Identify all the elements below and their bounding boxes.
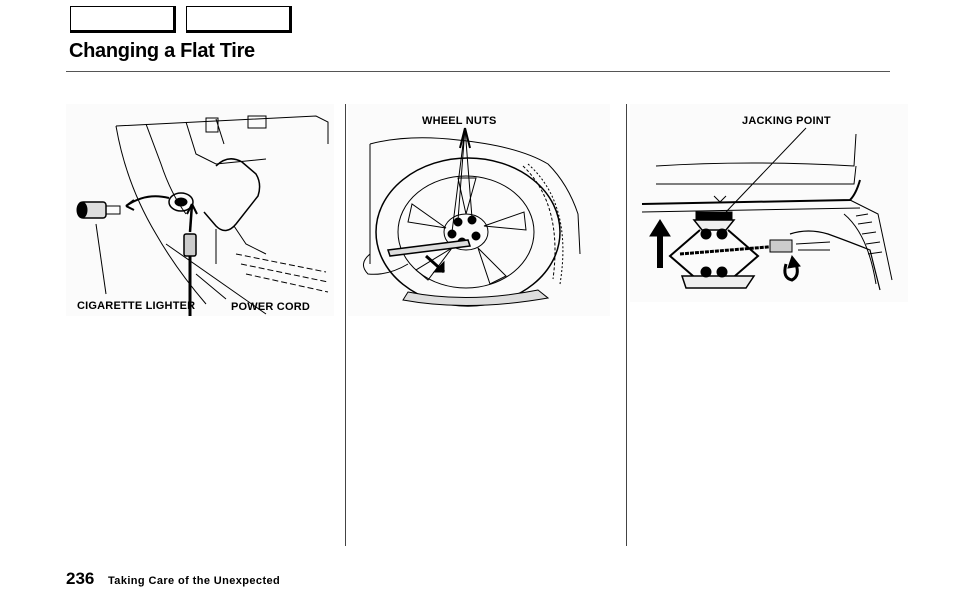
cigarette-lighter-label: CIGARETTE LIGHTER [77,300,196,312]
cigarette-lighter-illustration [66,104,334,316]
power-cord-label: POWER CORD [231,301,310,313]
jacking-point-label: JACKING POINT [742,115,831,127]
page-number: 236 [66,569,95,588]
section-footer: Taking Care of the Unexpected [108,575,281,587]
column-divider-1 [345,104,346,546]
nav-button-next[interactable] [186,6,292,33]
nav-button-previous[interactable] [70,6,176,33]
wheel-nuts-label: WHEEL NUTS [422,115,497,127]
page-title: Changing a Flat Tire [69,40,255,62]
jacking-point-illustration [630,104,908,302]
title-divider [66,71,890,72]
wheel-nuts-illustration [348,104,610,316]
column-divider-2 [626,104,627,546]
